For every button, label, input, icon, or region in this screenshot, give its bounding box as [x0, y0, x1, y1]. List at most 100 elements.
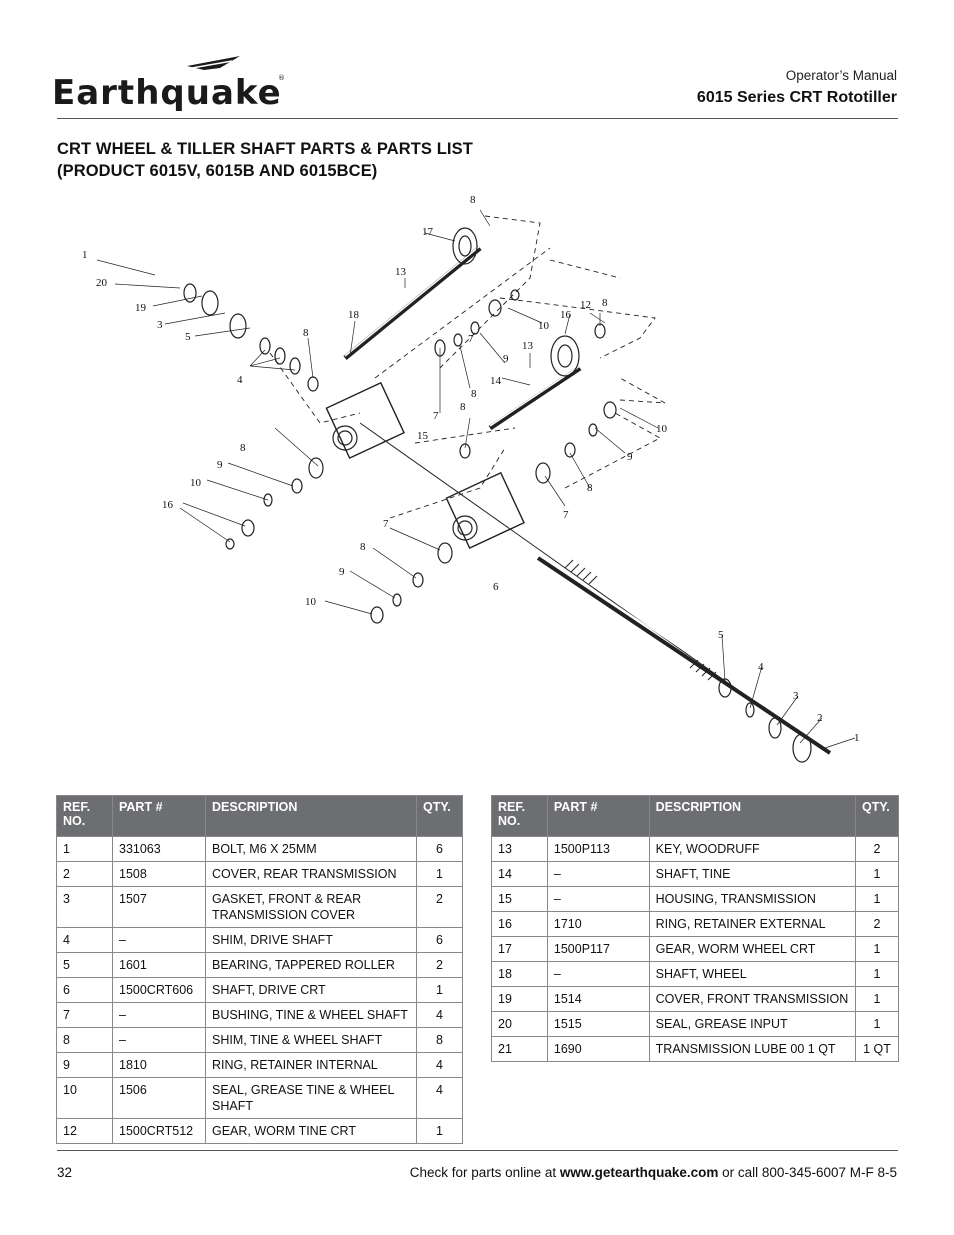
svg-text:1: 1 [854, 732, 860, 744]
header-desc: DESCRIPTION [205, 795, 417, 837]
page-title-line1: CRT WHEEL & TILLER SHAFT PARTS & PARTS L… [57, 140, 473, 158]
svg-text:1: 1 [82, 249, 88, 261]
cell-qty: 1 [416, 1118, 463, 1144]
svg-text:®: ® [278, 74, 285, 82]
svg-text:3: 3 [157, 319, 163, 331]
svg-text:7: 7 [468, 333, 474, 345]
cell-part: – [546, 861, 650, 887]
svg-text:2: 2 [817, 712, 823, 724]
cell-ref: 12 [56, 1118, 113, 1144]
cell-desc: TRANSMISSION LUBE 00 1 QT [648, 1036, 856, 1062]
cell-ref: 4 [56, 927, 113, 953]
header-qty: QTY. [416, 795, 463, 837]
cell-desc: COVER, FRONT TRANSMISSION [648, 986, 856, 1012]
cell-part: 1710 [546, 911, 650, 937]
cell-ref: 21 [491, 1036, 548, 1062]
svg-text:8: 8 [460, 401, 466, 413]
cell-desc: GEAR, WORM TINE CRT [205, 1118, 417, 1144]
svg-text:8: 8 [240, 442, 246, 454]
cell-part: – [112, 1002, 206, 1028]
svg-text:8: 8 [470, 194, 476, 206]
cell-part: 1601 [112, 952, 206, 978]
cell-desc: BEARING, TAPPERED ROLLER [205, 952, 417, 978]
cell-ref: 17 [491, 936, 548, 962]
cell-desc: SHIM, DRIVE SHAFT [205, 927, 417, 953]
svg-text:20: 20 [96, 277, 108, 289]
svg-text:14: 14 [490, 375, 502, 387]
cell-desc: BUSHING, TINE & WHEEL SHAFT [205, 1002, 417, 1028]
svg-text:16: 16 [162, 499, 174, 511]
cell-qty: 4 [416, 1052, 463, 1078]
cell-desc: SHAFT, WHEEL [648, 961, 856, 987]
footer-contact: Check for parts online at www.getearthqu… [410, 1165, 897, 1180]
cell-qty: 6 [416, 836, 463, 862]
cell-ref: 3 [56, 886, 113, 928]
svg-text:19: 19 [135, 302, 147, 314]
header-part: PART # [112, 795, 206, 837]
cell-part: 1508 [112, 861, 206, 887]
cell-desc: SHAFT, DRIVE CRT [205, 977, 417, 1003]
cell-qty: 4 [416, 1002, 463, 1028]
cell-qty: 1 [854, 886, 900, 912]
cell-qty: 1 QT [854, 1036, 900, 1062]
svg-text:9: 9 [217, 459, 223, 471]
cell-desc: SEAL, GREASE INPUT [648, 1011, 856, 1037]
page-number: 32 [57, 1165, 73, 1180]
cell-desc: GASKET, FRONT & REAR TRANSMISSION COVER [205, 886, 417, 928]
cell-ref: 13 [491, 836, 548, 862]
cell-ref: 15 [491, 886, 548, 912]
earthquake-logo: Earthquake ® [52, 56, 285, 112]
cell-ref: 1 [56, 836, 113, 862]
svg-text:7: 7 [563, 509, 569, 521]
cell-qty: 1 [854, 961, 900, 987]
cell-desc: COVER, REAR TRANSMISSION [205, 861, 417, 887]
svg-text:9: 9 [627, 451, 633, 463]
cell-qty: 1 [416, 861, 463, 887]
cell-desc: BOLT, M6 X 25MM [205, 836, 417, 862]
cell-part: 331063 [112, 836, 206, 862]
cell-desc: RING, RETAINER INTERNAL [205, 1052, 417, 1078]
svg-text:13: 13 [522, 340, 534, 352]
svg-text:5: 5 [718, 629, 724, 641]
footer-url-link[interactable]: www.getearthquake.com [559, 1165, 719, 1180]
cell-desc: HOUSING, TRANSMISSION [648, 886, 856, 912]
cell-ref: 6 [56, 977, 113, 1003]
doc-model: 6015 Series CRT Rototiller [696, 89, 897, 106]
svg-text:8: 8 [303, 327, 309, 339]
page-title: CRT WHEEL & TILLER SHAFT PARTS & PARTS L… [57, 138, 473, 182]
doc-type: Operator’s Manual [785, 68, 897, 83]
header-ref: REF. NO. [56, 795, 113, 837]
cell-desc: GEAR, WORM WHEEL CRT [648, 936, 856, 962]
header-part: PART # [546, 795, 650, 837]
svg-text:4: 4 [237, 374, 243, 386]
svg-text:4: 4 [758, 661, 764, 673]
cell-part: 1507 [112, 886, 206, 928]
cell-qty: 1 [854, 986, 900, 1012]
cell-qty: 1 [854, 936, 900, 962]
footer-rule [57, 1150, 898, 1151]
cell-ref: 19 [491, 986, 548, 1012]
exploded-parts-diagram: 1 20 19 3 5 4 8 18 13 17 8 10 9 8 7 16 1… [82, 194, 860, 763]
cell-desc: SEAL, GREASE TINE & WHEEL SHAFT [205, 1077, 417, 1119]
cell-ref: 16 [491, 911, 548, 937]
svg-text:15: 15 [417, 430, 429, 442]
svg-text:10: 10 [190, 477, 202, 489]
cell-ref: 8 [56, 1027, 113, 1053]
cell-ref: 14 [491, 861, 548, 887]
cell-part: 1500CRT512 [112, 1118, 206, 1144]
